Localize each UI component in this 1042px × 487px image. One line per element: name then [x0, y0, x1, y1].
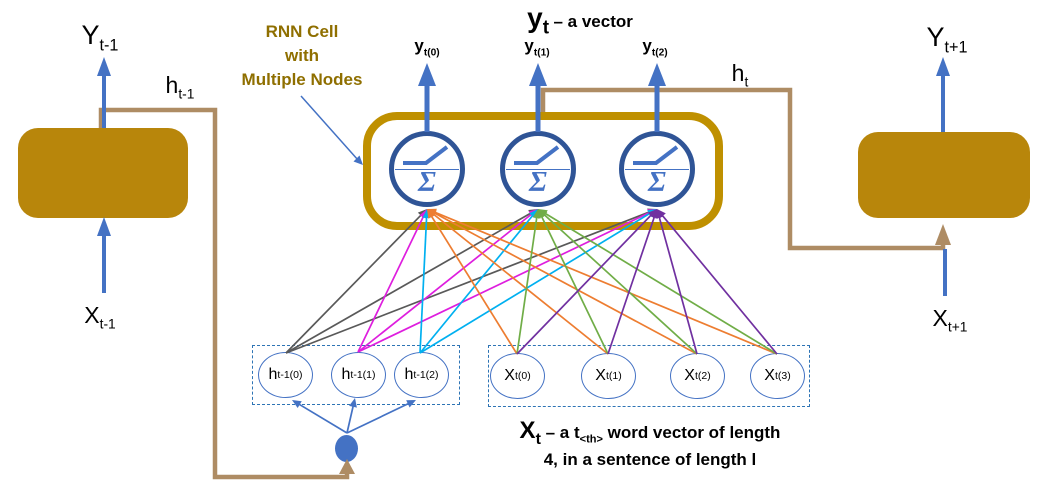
connection-line-x0-s1 [428, 212, 518, 355]
next-output-arrowhead [936, 57, 950, 76]
connection-line-h1-s1 [357, 213, 426, 353]
output-arrowhead-0 [418, 63, 436, 86]
input-node-label: X [504, 367, 515, 384]
sum-symbol: Σ [648, 166, 666, 199]
caption-pointer-line [300, 95, 359, 161]
output-arrowhead-1 [529, 63, 547, 86]
connection-line-x0-s2 [516, 213, 539, 355]
connection-line-dot-hb0 [295, 401, 348, 434]
connection-line-h0-s2 [285, 210, 535, 354]
output-component-label-0: yt(0) [414, 36, 440, 59]
connection-line-x2-s3 [657, 213, 698, 355]
next-input-label: Xt+1 [932, 305, 968, 335]
prev-input-arrowhead [97, 217, 111, 236]
output-component-label-2: yt(2) [642, 36, 668, 59]
sum-symbol: Σ [529, 166, 547, 199]
connection-line-x1-s3 [607, 213, 657, 355]
rnn-cell-caption: RNN Cell with Multiple Nodes [241, 22, 363, 89]
sigma-node-1: Σ [500, 131, 576, 207]
prev-input-label: Xt-1 [84, 302, 116, 332]
sigma-node-2: Σ [619, 131, 695, 207]
input-node-label: X [764, 367, 775, 384]
next-timestep-unit-box [858, 132, 1030, 218]
connection-line-h1-s2 [357, 211, 535, 353]
connection-line-h2-s3 [419, 210, 654, 354]
connection-line-h2-s1 [419, 213, 428, 354]
connection-line-x1-s1 [430, 211, 609, 355]
input-vector-caption: Xt – a t<th> word vector of length 4, in… [519, 417, 781, 469]
connection-line-x3-s1 [431, 210, 778, 355]
connection-line-h2-s2 [419, 212, 536, 354]
hidden-state-arrowhead [935, 224, 951, 245]
hidden-node-label: h [268, 366, 278, 383]
connection-line-x0-s3 [516, 212, 655, 355]
connection-line-dot-hb2 [346, 401, 412, 434]
input-node-label: X [595, 367, 606, 384]
hidden-node-label: h [341, 366, 351, 383]
prev-hidden-label: ht-1 [165, 72, 195, 102]
prev-timestep-unit-box [18, 128, 188, 218]
sigma-node-0: Σ [389, 131, 465, 207]
sum-symbol: Σ [418, 166, 436, 199]
connection-line-h0-s3 [285, 210, 653, 354]
hidden-state-dot [335, 435, 358, 462]
connection-line-x2-s2 [541, 211, 698, 355]
connection-line-dot-hb1 [346, 402, 355, 434]
output-vector-title: yt – a vector [527, 2, 633, 39]
prev-output-label: Yt-1 [81, 20, 119, 55]
output-arrowhead-2 [648, 63, 666, 86]
connection-line-h0-s1 [285, 211, 425, 354]
next-output-label: Yt+1 [926, 22, 968, 57]
connection-line-x3-s2 [541, 210, 778, 355]
hidden-node-label: h [404, 366, 414, 383]
hidden-state-label: ht [731, 60, 749, 90]
connection-line-x1-s2 [539, 213, 609, 355]
output-component-label-1: yt(1) [524, 36, 550, 59]
node-divider [395, 169, 459, 170]
connection-line-x2-s1 [431, 210, 698, 355]
input-node-label: X [684, 367, 695, 384]
activation-function-icon [403, 145, 449, 165]
connection-line-x3-s3 [659, 212, 778, 355]
connection-line-h1-s3 [357, 210, 653, 353]
node-divider [506, 169, 570, 170]
caption-pointer-arrowhead [353, 155, 363, 165]
prev-output-arrowhead [97, 57, 111, 76]
